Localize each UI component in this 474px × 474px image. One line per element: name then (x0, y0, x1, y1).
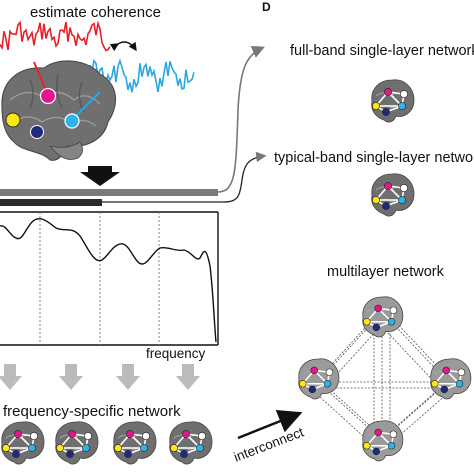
brain-icon (371, 79, 415, 123)
full-band-arrow-icon (217, 45, 265, 193)
brain-icon (169, 421, 213, 465)
typical-band-arrow-icon (102, 151, 267, 203)
down-arrow-icon (0, 364, 200, 390)
panel-d-label: D (262, 0, 271, 14)
brain-icon (430, 358, 472, 400)
frequency-axis-label: frequency (146, 346, 206, 361)
brain-icon (1, 60, 116, 161)
brain-icon (1, 421, 45, 465)
double-arrow-icon (109, 41, 137, 52)
estimate-coherence-label: estimate coherence (30, 4, 161, 21)
down-arrow-icon (80, 166, 120, 186)
brain-icon (113, 421, 157, 465)
brain-icon (371, 173, 415, 217)
red-signal-trace (0, 20, 111, 52)
coherence-spectrum-plot (0, 211, 219, 346)
full-band-network-label: full-band single-layer network (290, 43, 474, 59)
interconnect-arrow-icon (237, 409, 303, 440)
frequency-specific-network-label: frequency-specific network (3, 403, 181, 420)
multilayer-network-label: multilayer network (327, 264, 445, 280)
brain-icon (298, 358, 340, 400)
brain-icon (362, 420, 404, 462)
full-band-bar (0, 189, 218, 196)
brain-icon (362, 296, 404, 338)
interconnect-label: interconnect (232, 424, 306, 464)
typical-band-network-label: typical-band single-layer network (274, 150, 474, 166)
typical-band-bar (0, 199, 102, 206)
brain-icon (55, 421, 99, 465)
